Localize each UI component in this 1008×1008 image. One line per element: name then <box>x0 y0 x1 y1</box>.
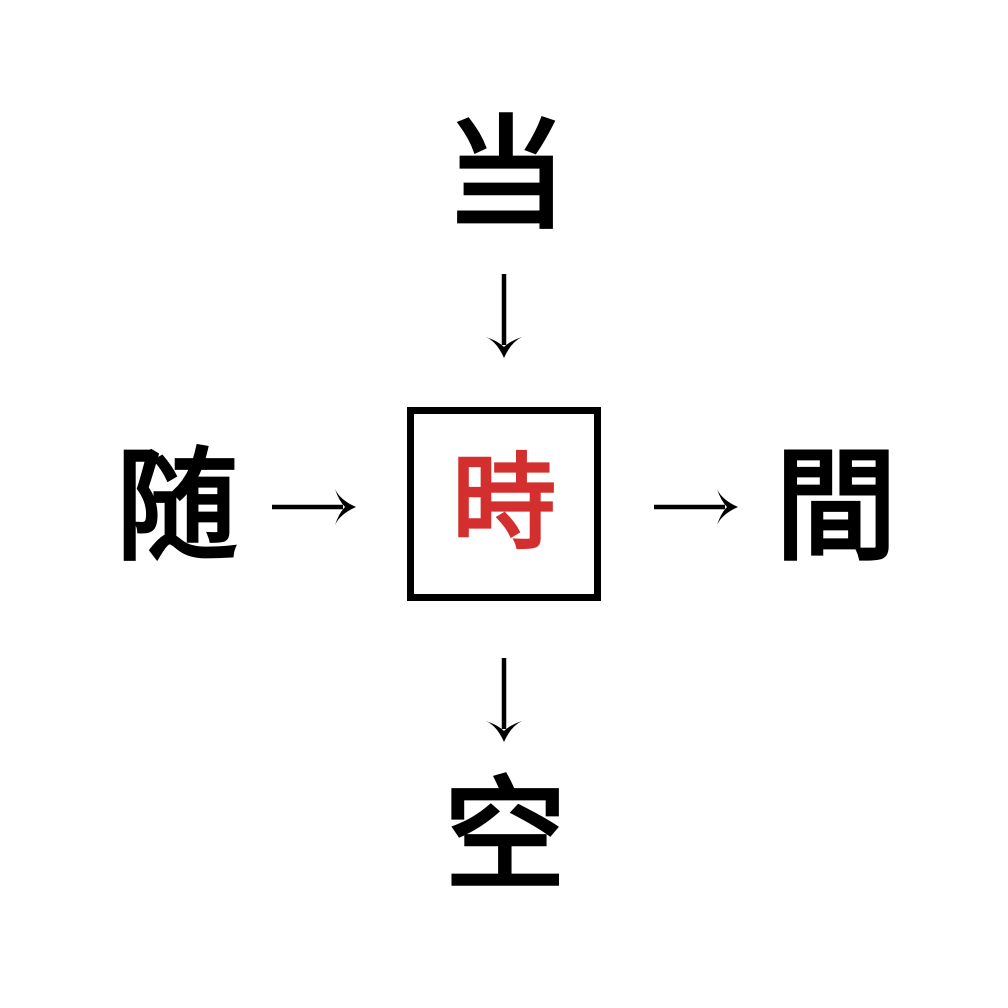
kanji-center-answer: 時 <box>451 446 556 562</box>
arrow-right-icon <box>652 485 740 529</box>
arrow-down-icon <box>482 656 526 744</box>
kanji-bottom: 空 <box>444 768 566 904</box>
arrow-right-icon <box>270 485 358 529</box>
arrow-down-icon <box>482 272 526 360</box>
kanji-right: 間 <box>775 439 897 575</box>
kanji-top: 当 <box>445 107 567 243</box>
kanji-left: 随 <box>116 439 238 575</box>
center-answer-box: 時 <box>407 407 601 601</box>
